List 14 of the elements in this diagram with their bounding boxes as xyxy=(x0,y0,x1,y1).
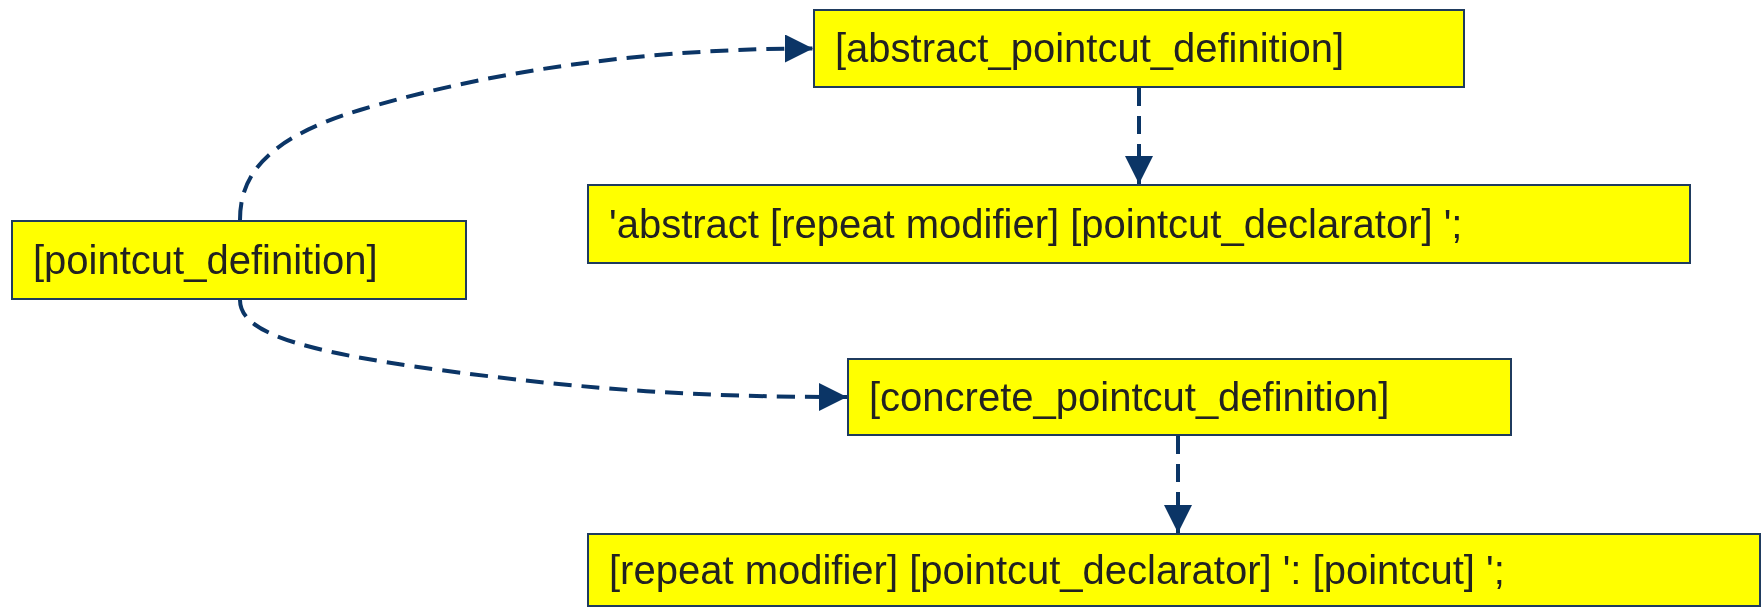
arrow xyxy=(238,299,847,411)
process-box xyxy=(587,533,1761,607)
process-box xyxy=(813,9,1465,88)
box-label: [abstract_pointcut_definition] xyxy=(835,26,1345,71)
arrow xyxy=(238,34,814,221)
process-box xyxy=(587,184,1691,264)
box-label: [concrete_pointcut_definition] xyxy=(869,374,1390,420)
box-label: [pointcut_definition] xyxy=(33,237,378,283)
box-label: 'abstract [repeat modifier] [pointcut_declarator] '; xyxy=(609,201,1463,247)
box-label: [repeat modifier] [pointcut_declarator] ': [pointcut] '; xyxy=(609,547,1505,593)
process-box xyxy=(11,220,467,300)
arrow xyxy=(1164,436,1192,533)
process-box xyxy=(847,358,1512,436)
arrow xyxy=(1125,88,1153,184)
